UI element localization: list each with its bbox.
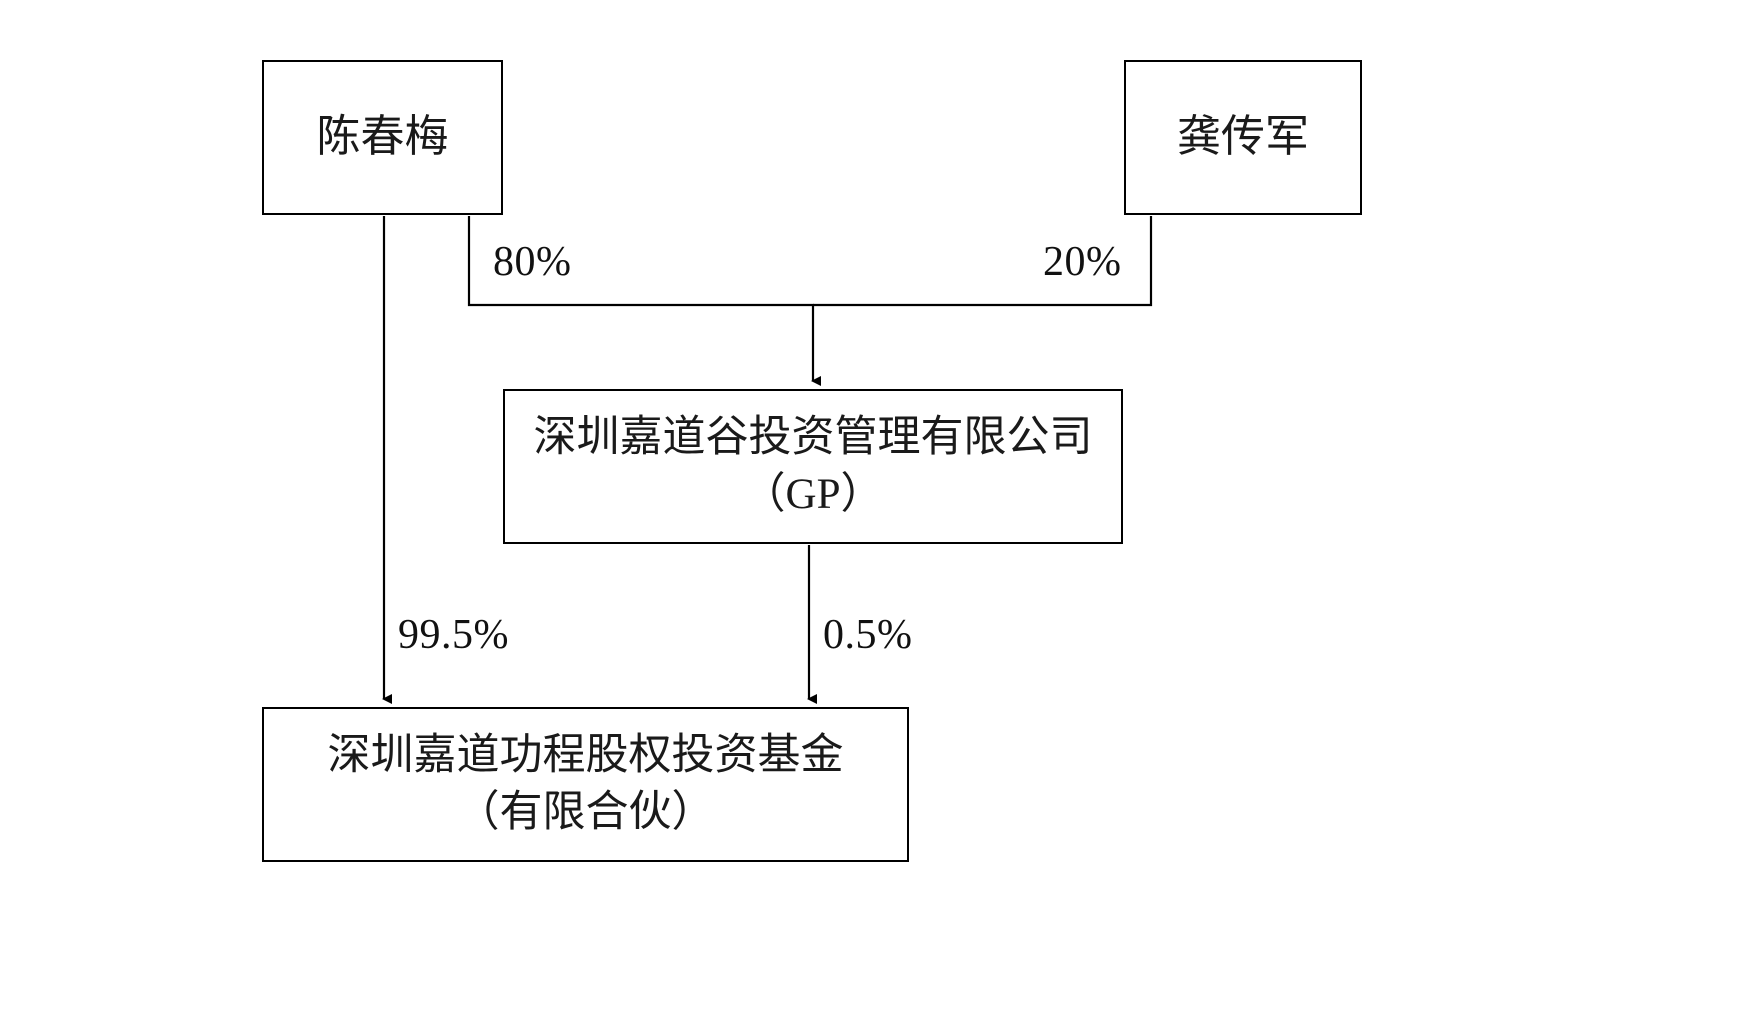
node-gong-chuanjun-label: 龚传军 (1177, 112, 1309, 162)
node-jiadaogu-gp: 深圳嘉道谷投资管理有限公司 （GP） (503, 389, 1123, 544)
node-chen-chunmei-label: 陈春梅 (316, 112, 449, 162)
node-jiadao-gongcheng-fund-label: 深圳嘉道功程股权投资基金 （有限合伙） (327, 731, 844, 836)
edge-label-chen-to-fund: 99.5% (398, 612, 509, 658)
edge-gong-to-gp (813, 216, 1153, 307)
edge-label-gong-to-gp: 20% (1043, 239, 1122, 285)
node-chen-chunmei: 陈春梅 (262, 60, 503, 215)
node-jiadaogu-gp-label: 深圳嘉道谷投资管理有限公司 （GP） (533, 413, 1093, 518)
edge-label-gp-to-fund: 0.5% (823, 612, 913, 658)
edge-chen-to-gp (467, 216, 821, 386)
node-jiadao-gongcheng-fund: 深圳嘉道功程股权投资基金 （有限合伙） (262, 707, 909, 862)
node-gong-chuanjun: 龚传军 (1124, 60, 1362, 215)
edge-label-chen-to-gp: 80% (493, 239, 572, 285)
